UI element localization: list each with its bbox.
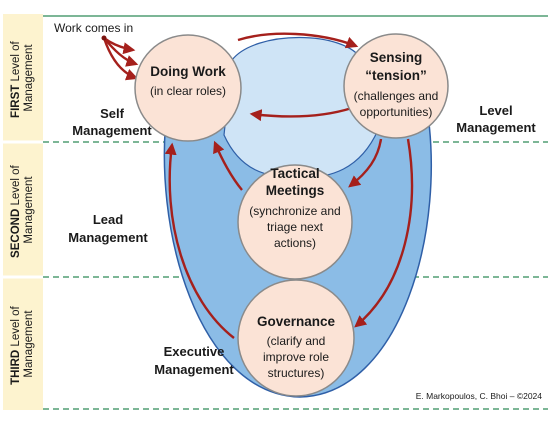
doing-work-sub: (in clear roles) xyxy=(150,84,226,98)
arrow-sensing-to-governance xyxy=(354,138,414,328)
work-comes-in-label: Work comes in xyxy=(54,21,133,35)
doing-work-title: Doing Work xyxy=(150,64,226,79)
lead-management-label-2: Management xyxy=(68,230,148,245)
arrow-work-in-3 xyxy=(102,37,139,81)
tactical-circle xyxy=(237,164,353,280)
governance-title: Governance xyxy=(257,314,336,329)
self-management-label-2: Management xyxy=(72,123,152,138)
arrow-governance-to-doing xyxy=(164,142,235,339)
sensing-sub-1: (challenges and xyxy=(354,89,439,103)
sensing-title-2: “tension” xyxy=(365,68,427,83)
sensing-sub-2: opportunities) xyxy=(360,105,433,119)
work-entry-dot xyxy=(101,35,107,41)
lead-management-label-1: Lead xyxy=(93,212,123,227)
tactical-title-2: Meetings xyxy=(266,183,325,198)
inner-blob xyxy=(223,37,379,179)
level-management-label-2: Management xyxy=(456,120,536,135)
tactical-sub-2: triage next xyxy=(267,220,324,234)
executive-management-label-2: Management xyxy=(154,362,234,377)
doing-work-circle xyxy=(134,34,242,142)
governance-sub-1: (clarify and xyxy=(267,334,326,348)
governance-circle xyxy=(237,279,355,397)
first-level-label: FIRST Level of Management xyxy=(10,38,35,118)
tactical-sub-1: (synchronize and xyxy=(249,204,340,218)
arrow-sensing-to-tactical xyxy=(348,138,383,188)
governance-sub-2: improve role xyxy=(263,350,329,364)
arrow-sensing-to-doing xyxy=(249,106,353,122)
executive-management-label-1: Executive xyxy=(164,344,225,359)
third-level-label: THIRD Level of Management xyxy=(10,303,35,385)
tactical-title-1: Tactical xyxy=(270,166,319,181)
tactical-sub-3: actions) xyxy=(274,236,316,250)
arrow-tactical-to-doing xyxy=(213,140,243,191)
level-band xyxy=(3,14,43,410)
self-management-label-1: Self xyxy=(100,106,125,121)
sensing-title-1: Sensing xyxy=(370,50,423,65)
arrow-work-in-2 xyxy=(103,37,139,67)
arrow-doing-to-sensing xyxy=(237,32,359,49)
second-level-label: SECOND Level of Management xyxy=(10,162,35,258)
governance-sub-3: structures) xyxy=(268,366,325,380)
level-management-label-1: Level xyxy=(479,103,512,118)
credit-text: E. Markopoulos, C. Bhoi – ©2024 xyxy=(416,391,543,401)
sensing-circle xyxy=(343,33,449,139)
